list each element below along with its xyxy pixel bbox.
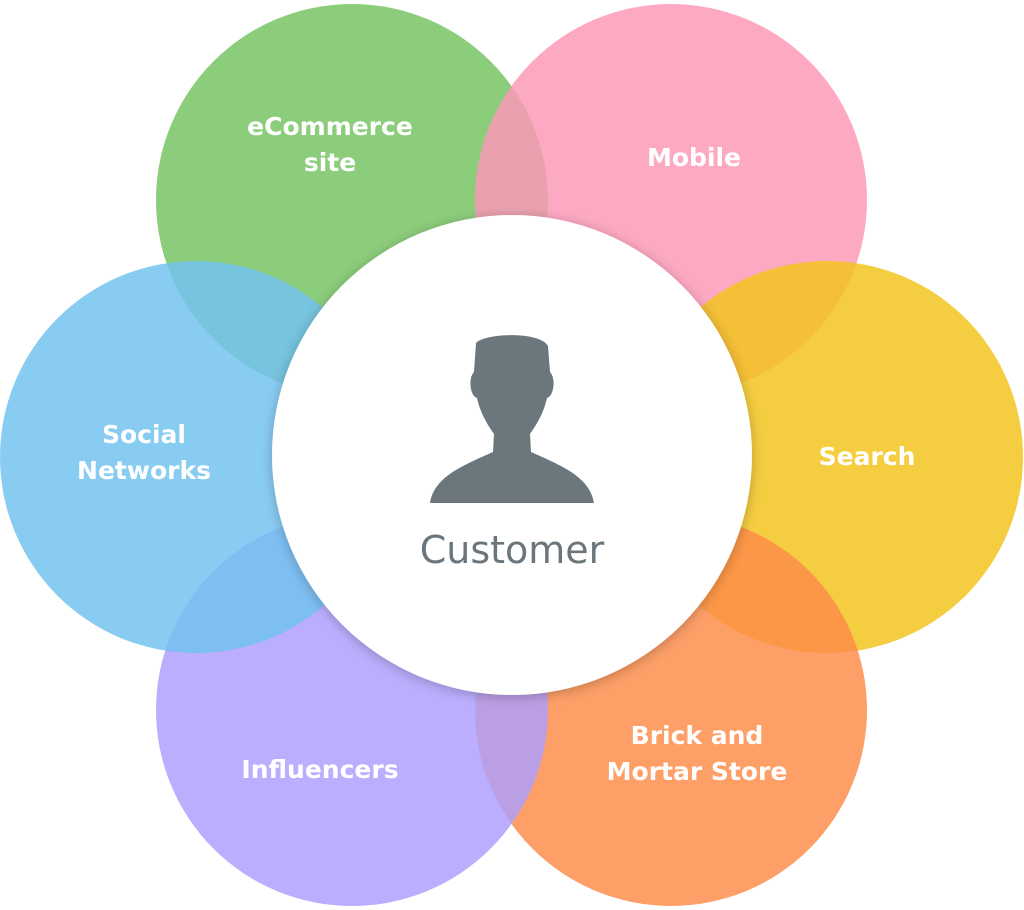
petal-label-mobile: Mobile — [647, 143, 741, 172]
petal-label-ecommerce-site: eCommerce site — [247, 112, 413, 177]
person-silhouette-shape — [430, 335, 594, 503]
petal-label-line: eCommerce — [247, 112, 413, 141]
person-silhouette-icon — [430, 335, 594, 503]
petal-label-line: Brick and — [631, 721, 764, 750]
petal-label-line: Mobile — [647, 143, 741, 172]
petal-label-social-networks: Social Networks — [77, 420, 211, 485]
petal-label-line: Networks — [77, 456, 211, 485]
petal-label-line: Social — [102, 420, 186, 449]
petal-label-search: Search — [819, 442, 916, 471]
petal-label-influencers: Influencers — [241, 755, 398, 784]
petal-label-line: Search — [819, 442, 916, 471]
petal-label-brick-and-mortar-store: Brick and Mortar Store — [607, 721, 788, 786]
petal-label-line: Mortar Store — [607, 757, 788, 786]
petal-label-line: site — [304, 148, 356, 177]
center-label: Customer — [420, 528, 605, 572]
petal-label-line: Influencers — [241, 755, 398, 784]
